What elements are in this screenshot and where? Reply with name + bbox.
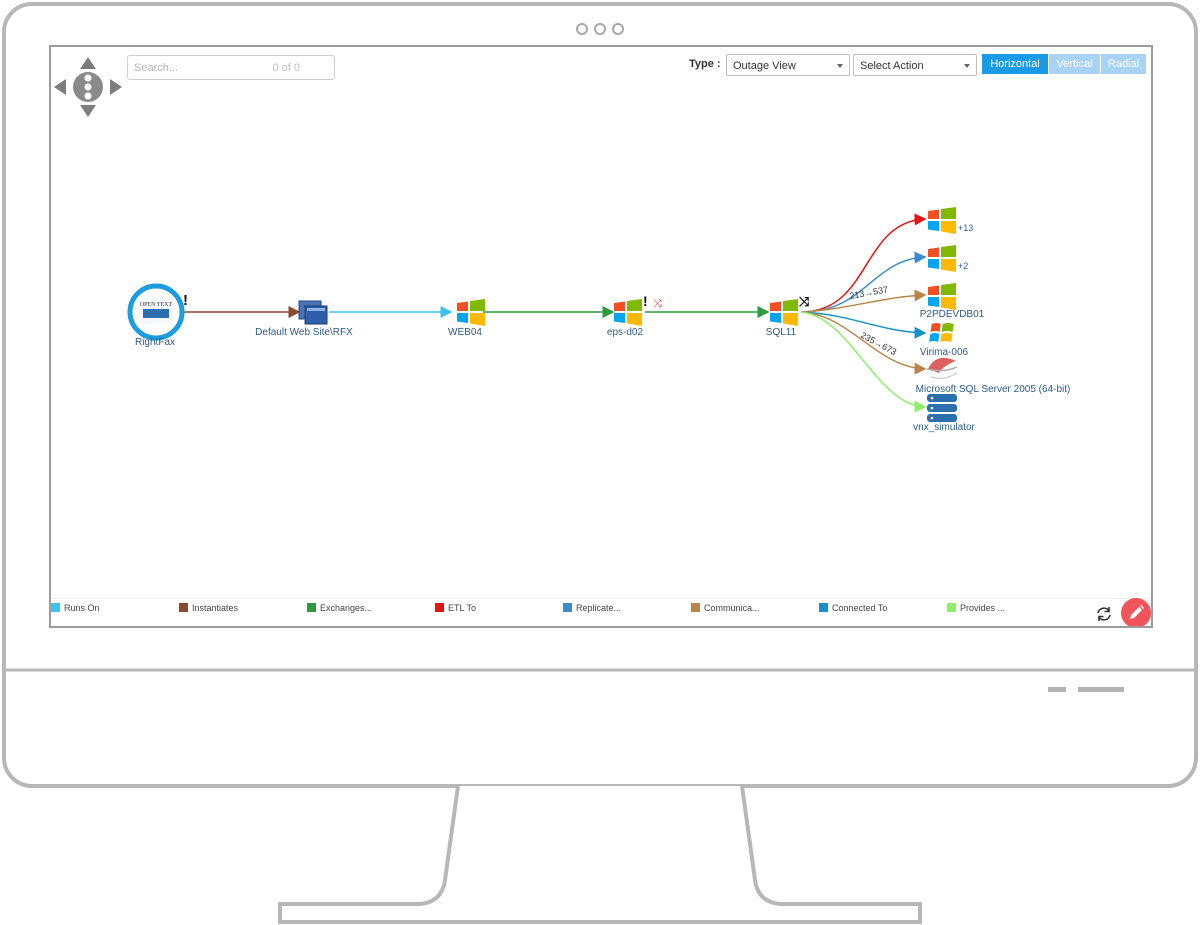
legend-label: Instantiates — [192, 603, 239, 613]
edge-communicates[interactable] — [800, 289, 927, 313]
edge-connected-to[interactable] — [800, 311, 927, 339]
rightfax-logo-icon — [143, 309, 169, 318]
group-count-badge: +13 — [958, 223, 973, 233]
edge-label-213-537: 213→537 — [849, 284, 889, 301]
legend-item: ETL To — [435, 603, 476, 615]
camera-dot-icon — [594, 23, 606, 35]
relationship-legend: Runs On Instantiates Exchanges... ETL To… — [51, 598, 1151, 616]
node-label: WEB04 — [448, 327, 482, 338]
legend-item: Provides ... — [947, 603, 1005, 615]
legend-swatch — [307, 603, 316, 612]
legend-swatch — [179, 603, 188, 612]
node-label: Default Web Site\RFX — [255, 327, 353, 338]
action-select[interactable]: Select Action — [853, 54, 977, 76]
legend-swatch — [563, 603, 572, 612]
shuffle-icon: ⤨ — [799, 294, 810, 309]
pan-down-icon[interactable] — [80, 105, 96, 117]
node-group-2[interactable]: +2 — [928, 245, 968, 272]
chevron-down-icon — [964, 64, 970, 68]
app-screen: 213→537 235→673 OPEN TEXT ! RightFax Def… — [49, 45, 1153, 628]
windows-xp-icon — [929, 323, 954, 342]
camera-dot-icon — [612, 23, 624, 35]
node-web04[interactable]: WEB04 — [448, 299, 485, 338]
pencil-icon — [1130, 605, 1144, 619]
type-select-value: Outage View — [733, 60, 796, 72]
layout-vertical-button[interactable]: Vertical — [1049, 54, 1100, 74]
rightfax-logo: OPEN TEXT — [140, 302, 173, 308]
windows-icon — [928, 207, 956, 234]
node-label: RightFax — [135, 337, 175, 348]
pan-control[interactable] — [54, 57, 122, 117]
search-input[interactable] — [134, 59, 264, 76]
edit-button[interactable] — [1121, 598, 1151, 626]
node-p2pdevdb01[interactable]: P2PDEVDB01 — [920, 283, 985, 320]
legend-label: ETL To — [448, 603, 477, 613]
legend-label: Exchanges... — [320, 603, 373, 613]
windows-icon — [457, 299, 485, 326]
pan-left-icon[interactable] — [54, 79, 66, 95]
legend-label: Communica... — [704, 603, 760, 613]
edge-label-235-673: 235→673 — [859, 330, 898, 357]
legend-swatch — [819, 603, 828, 612]
edge-communicates[interactable] — [800, 311, 927, 375]
action-select-value: Select Action — [860, 60, 924, 72]
legend-item: Runs On — [51, 603, 100, 615]
node-virima-006[interactable]: Virima-006 — [920, 323, 969, 358]
node-label: Microsoft SQL Server 2005 (64-bit) — [916, 384, 1071, 395]
legend-label: Runs On — [64, 603, 100, 613]
legend-item: Exchanges... — [307, 603, 372, 615]
node-sql11[interactable]: ⤨ SQL11 — [766, 294, 810, 338]
alert-icon: ! — [643, 293, 648, 309]
node-label: P2PDEVDB01 — [920, 309, 985, 320]
node-default-web-site[interactable]: Default Web Site\RFX — [255, 300, 353, 338]
legend-label: Replicate... — [576, 603, 622, 613]
camera-dot-icon — [576, 23, 588, 35]
edge-etl-to[interactable] — [800, 213, 927, 313]
node-eps-d02[interactable]: ! ⤨ eps-d02 — [607, 293, 662, 338]
node-label: Virima-006 — [920, 347, 969, 358]
windows-icon — [928, 283, 956, 310]
layout-radial-button[interactable]: Radial — [1101, 54, 1146, 74]
layout-horizontal-button[interactable]: Horizontal — [982, 54, 1048, 74]
legend-swatch — [947, 603, 956, 612]
legend-label: Connected To — [832, 603, 888, 613]
legend-item: Connected To — [819, 603, 887, 615]
node-rightfax[interactable]: OPEN TEXT ! RightFax — [127, 283, 188, 348]
shuffle-icon: ⤨ — [653, 298, 662, 310]
type-select[interactable]: Outage View — [726, 54, 850, 76]
legend-swatch — [691, 603, 700, 612]
edge-provides[interactable] — [800, 311, 927, 413]
group-count-badge: +2 — [958, 261, 968, 271]
legend-swatch — [51, 603, 60, 612]
node-label: SQL11 — [766, 327, 797, 338]
chevron-down-icon — [837, 64, 843, 68]
alert-icon: ! — [183, 292, 188, 309]
node-label: vnx_simulator — [913, 422, 975, 433]
storage-server-icon — [927, 394, 957, 422]
legend-item: Replicate... — [563, 603, 621, 615]
dependency-graph[interactable]: 213→537 235→673 OPEN TEXT ! RightFax Def… — [51, 47, 1151, 598]
node-label: eps-d02 — [607, 327, 644, 338]
windows-icon — [770, 299, 798, 326]
legend-item: Instantiates — [179, 603, 238, 615]
pan-right-icon[interactable] — [110, 79, 122, 95]
sql-server-icon — [926, 357, 958, 379]
node-vnx-simulator[interactable]: vnx_simulator — [913, 394, 976, 433]
legend-item: Communica... — [691, 603, 760, 615]
windows-icon — [614, 299, 642, 326]
node-group-13[interactable]: +13 — [928, 207, 973, 234]
windows-icon — [928, 245, 956, 272]
type-label: Type : — [689, 58, 721, 70]
refresh-icon[interactable] — [1095, 605, 1113, 623]
legend-label: Provides ... — [960, 603, 1006, 613]
search-result-count: 0 of 0 — [272, 62, 300, 74]
search-box: 0 of 0 — [127, 55, 335, 80]
pan-up-icon[interactable] — [80, 57, 96, 69]
legend-swatch — [435, 603, 444, 612]
node-mssql-2005[interactable]: Microsoft SQL Server 2005 (64-bit) — [916, 357, 1071, 395]
